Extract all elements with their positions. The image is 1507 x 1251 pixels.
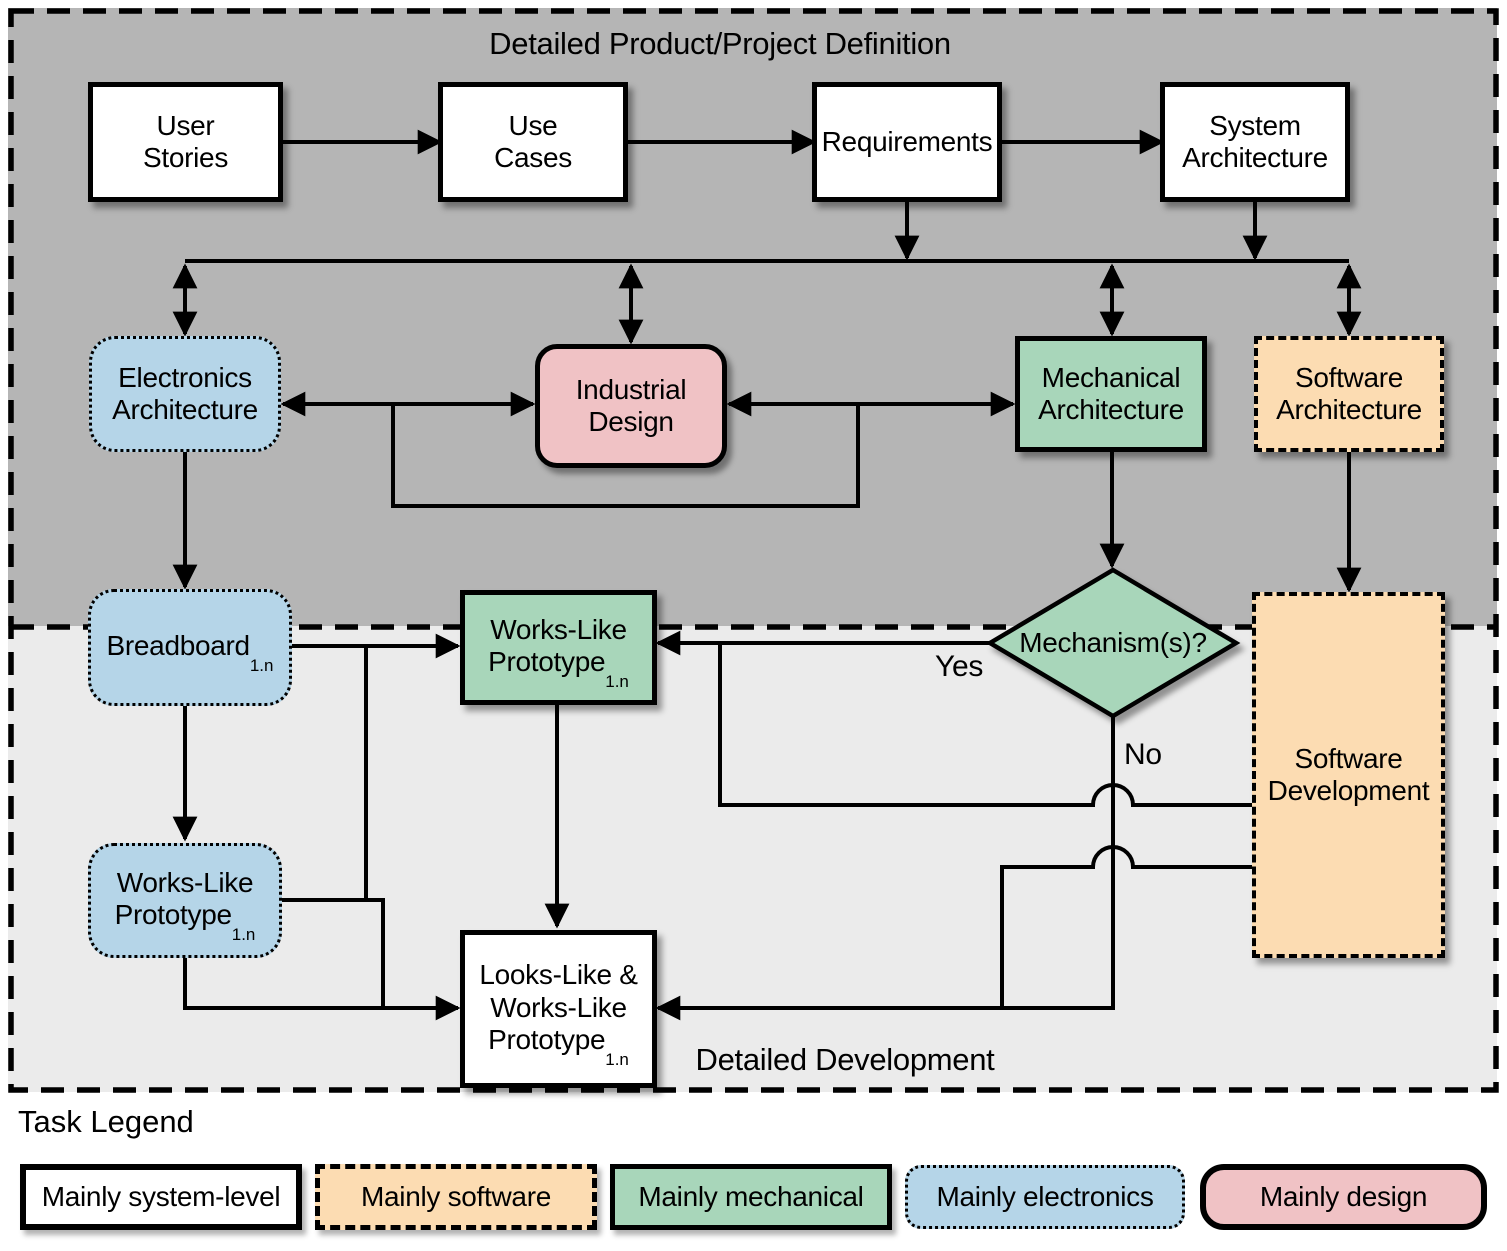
decision-no-label: No bbox=[1124, 738, 1162, 771]
node-mechanical-architecture: Mechanical Architecture bbox=[1015, 336, 1207, 452]
development-section-title: Detailed Development bbox=[695, 1042, 995, 1077]
node-user-stories: User Stories bbox=[88, 82, 283, 202]
mechanism-decision-label: Mechanism(s)? bbox=[1019, 627, 1207, 658]
mechanism-decision-shape bbox=[985, 567, 1241, 719]
node-industrial-design: Industrial Design bbox=[535, 344, 727, 468]
arrow-decision-no-to-looks-like bbox=[655, 716, 1115, 1021]
node-software-architecture: Software Architecture bbox=[1254, 336, 1444, 452]
node-looks-like-works-like-prototype: Looks-Like & Works-Like Prototype1.n bbox=[460, 930, 657, 1088]
definition-section-title: Detailed Product/Project Definition bbox=[489, 26, 951, 61]
works-like-elec-right-out bbox=[282, 898, 385, 1008]
legend-item-electronics: Mainly electronics bbox=[905, 1165, 1185, 1229]
arrow-works-like-elec-to-looks-like bbox=[183, 958, 461, 1021]
node-requirements: Requirements bbox=[812, 82, 1002, 202]
node-system-architecture: System Architecture bbox=[1160, 82, 1350, 202]
legend-item-design: Mainly design bbox=[1200, 1164, 1487, 1230]
node-breadboard: Breadboard1.n bbox=[88, 589, 292, 706]
node-use-cases: Use Cases bbox=[438, 82, 628, 202]
legend-item-software: Mainly software bbox=[315, 1164, 597, 1230]
legend-item-mechanical: Mainly mechanical bbox=[610, 1164, 892, 1230]
node-electronics-architecture: Electronics Architecture bbox=[89, 336, 281, 452]
node-works-like-prototype-mech: Works-Like Prototype1.n bbox=[460, 590, 657, 705]
node-software-development: Software Development bbox=[1252, 592, 1445, 958]
node-works-like-prototype-elec: Works-Like Prototype1.n bbox=[88, 843, 282, 958]
legend-title: Task Legend bbox=[18, 1104, 194, 1139]
bypass-under-industrial-design bbox=[391, 404, 860, 508]
software-dev-to-works-like-line bbox=[718, 645, 1252, 807]
software-dev-to-looks-like-line bbox=[1000, 845, 1252, 1006]
decision-yes-label: Yes bbox=[935, 650, 984, 683]
outer-dashed-border bbox=[8, 8, 1499, 1093]
legend-item-system-level: Mainly system-level bbox=[20, 1164, 302, 1230]
